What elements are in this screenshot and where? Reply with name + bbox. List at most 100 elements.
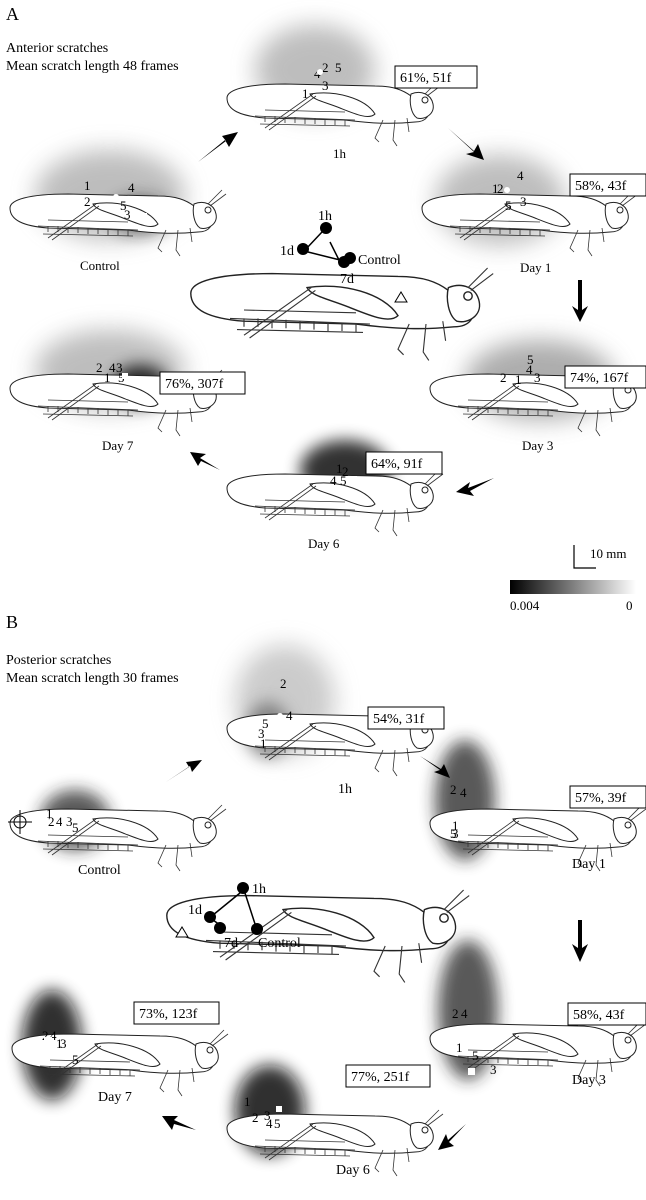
- leg-number: 4: [128, 180, 135, 195]
- leg-number: 3: [520, 194, 527, 209]
- leg-number: 1: [515, 372, 522, 387]
- stat-day7: 76%, 307f: [165, 377, 224, 392]
- day-label-day1: Day 1: [572, 857, 606, 872]
- leg-number: 3: [264, 1108, 271, 1123]
- panel-b-letter: B: [6, 612, 18, 632]
- day-label-day7: Day 7: [98, 1090, 132, 1105]
- day-label-control: Control: [80, 258, 120, 273]
- center-label-7d: 7d: [340, 272, 354, 287]
- leg-number: 2: [42, 1028, 49, 1043]
- leg-number: 5: [527, 352, 534, 367]
- stat-boxes-b: 54%, 31f 57%, 39f 58%, 43f 77%, 251f 73%…: [133, 706, 646, 1088]
- markers-b: [44, 713, 475, 1112]
- leg-number: 1: [244, 1094, 251, 1109]
- leg-number: 1: [456, 1040, 463, 1055]
- grasshopper-control-b: [9, 804, 227, 872]
- leg-number: 2: [342, 464, 349, 479]
- leg-number: 3: [124, 207, 131, 222]
- colorbar-min: 0.004: [510, 598, 540, 613]
- center-label-control: Control: [258, 936, 301, 951]
- leg-number: 1: [452, 818, 459, 833]
- leg-number: 2: [500, 370, 507, 385]
- leg-number: 5: [118, 370, 125, 385]
- center-label-1h: 1h: [252, 882, 266, 897]
- leg-number: 3: [490, 1062, 497, 1077]
- leg-number: 3: [534, 370, 541, 385]
- grasshopper-day1-b: [429, 804, 646, 872]
- leg-number: 1: [492, 181, 499, 196]
- arrow-icon: [198, 132, 238, 162]
- leg-number: 4: [286, 708, 293, 723]
- day-label-day3: Day 3: [572, 1073, 606, 1088]
- leg-number: 4: [109, 360, 116, 375]
- leg-number: 4: [330, 473, 337, 488]
- leg-number: 2: [96, 360, 103, 375]
- leg-number: 2: [450, 782, 457, 797]
- panel-a-subtitle: Mean scratch length 48 frames: [6, 59, 179, 74]
- leg-number: 1: [104, 370, 111, 385]
- leg-number: 1: [56, 1036, 63, 1051]
- day-label-day1: Day 1: [520, 260, 551, 275]
- leg-number: 5: [335, 60, 342, 75]
- leg-number: 5: [72, 1052, 79, 1067]
- arrow-icon: [420, 756, 450, 778]
- center-label-1d: 1d: [188, 903, 202, 918]
- arrow-icon: [572, 280, 588, 322]
- stat-day7: 73%, 123f: [139, 1007, 198, 1022]
- leg-number: 5: [450, 826, 457, 841]
- stat-1h: 54%, 31f: [373, 712, 425, 727]
- leg-number: 1: [336, 461, 343, 476]
- day-label-1h: 1h: [333, 146, 347, 161]
- markers-a: [113, 69, 561, 483]
- arrow-icon: [162, 1116, 196, 1130]
- leg-number: 5: [274, 1116, 281, 1131]
- leg-number: 4: [460, 785, 467, 800]
- stat-day6: 64%, 91f: [371, 457, 423, 472]
- panel-b-subtitle: Mean scratch length 30 frames: [6, 671, 179, 686]
- stat-day6: 77%, 251f: [351, 1070, 410, 1085]
- leg-number: 4: [526, 362, 533, 377]
- day-label-day6: Day 6: [336, 1163, 370, 1178]
- arrow-icon: [190, 452, 220, 470]
- leg-number: 1: [46, 806, 53, 821]
- center-label-1d: 1d: [280, 244, 294, 259]
- center-label-control: Control: [358, 253, 401, 268]
- leg-number: 1: [260, 736, 267, 751]
- leg-number: 2: [322, 60, 329, 75]
- leg-number: 2: [452, 1006, 459, 1021]
- leg-number: 3: [322, 78, 329, 93]
- leg-number-labels-b: 1 2 3 4 5 1 2 3 4 5 1 2 3 4 5 1 2 3 4 5 …: [42, 676, 497, 1131]
- day-labels-a: Control 1h Day 1 Day 3 Day 6 Day 7: [80, 146, 553, 551]
- center-path-b: 1h 1d 7d Control: [175, 882, 301, 951]
- arrow-icon: [572, 920, 588, 962]
- leg-number: 4: [56, 814, 63, 829]
- stat-1h: 61%, 51f: [400, 71, 452, 86]
- grasshopper-day1-a: [421, 189, 639, 257]
- leg-number: 3: [66, 814, 73, 829]
- arrow-icon: [448, 128, 484, 160]
- leg-number: 4: [50, 1028, 57, 1043]
- leg-number: 5: [340, 473, 347, 488]
- grasshopper-1h-a: [226, 79, 444, 147]
- leg-number: 3: [60, 1036, 67, 1051]
- scale-bar: 10 mm: [573, 545, 626, 569]
- panel-b-title: Posterior scratches: [6, 653, 111, 668]
- stat-day1: 57%, 39f: [575, 791, 627, 806]
- scale-bar-label: 10 mm: [590, 546, 626, 561]
- day-labels-b: Control 1h Day 1 Day 3 Day 6 Day 7: [78, 782, 606, 1178]
- arrow-icon: [438, 1124, 466, 1150]
- leg-number: 2: [252, 1110, 259, 1125]
- leg-number: 4: [461, 1006, 468, 1021]
- arrow-icon: [166, 760, 202, 782]
- center-label-7d: 7d: [224, 936, 238, 951]
- leg-number: 2: [497, 181, 504, 196]
- center-path-a: 1h 1d 7d Control: [280, 209, 408, 303]
- stat-day3: 74%, 167f: [570, 371, 629, 386]
- day-label-day3: Day 3: [522, 438, 553, 453]
- day-label-control: Control: [78, 863, 121, 878]
- stat-day3: 58%, 43f: [573, 1008, 625, 1023]
- day-label-day6: Day 6: [308, 536, 340, 551]
- grasshopper-center-b: [166, 889, 470, 984]
- leg-number: 5: [505, 198, 512, 213]
